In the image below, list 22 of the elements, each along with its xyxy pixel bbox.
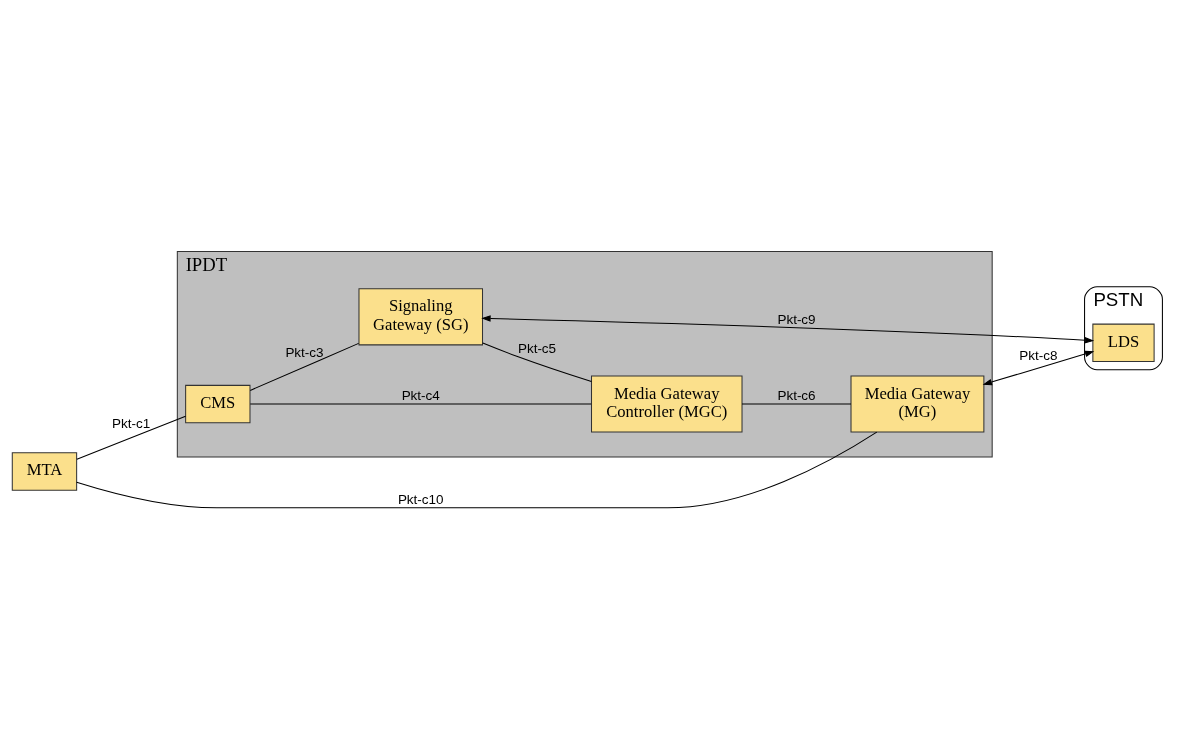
node-box: Media Gateway (MG): [850, 375, 985, 433]
connector: [76, 415, 187, 460]
arrow: [481, 314, 1095, 343]
node-box: Media Gateway Controller (MGC): [591, 375, 743, 433]
edge-label: Pkt-c4: [401, 387, 440, 403]
connector: [249, 342, 360, 391]
node-box: MTA: [11, 451, 78, 491]
connector: [482, 342, 592, 382]
connector: [249, 403, 592, 405]
edge-label: Pkt-c9: [777, 311, 816, 326]
node-box: Signaling Gateway (SG): [358, 287, 484, 345]
edge-label: Pkt-c8: [1019, 347, 1058, 363]
edge-label: Pkt-c6: [777, 387, 816, 403]
edge-label: Pkt-c5: [517, 340, 557, 356]
node-box: CMS: [185, 384, 251, 423]
connector: [76, 431, 878, 508]
edge-label: Pkt-c3: [285, 344, 324, 360]
connector: [741, 403, 852, 405]
node-box: LDS: [1092, 323, 1155, 362]
edge-label: Pkt-c10: [397, 491, 444, 507]
edge-label: Pkt-c1: [112, 415, 151, 431]
arrow: [982, 350, 1095, 385]
